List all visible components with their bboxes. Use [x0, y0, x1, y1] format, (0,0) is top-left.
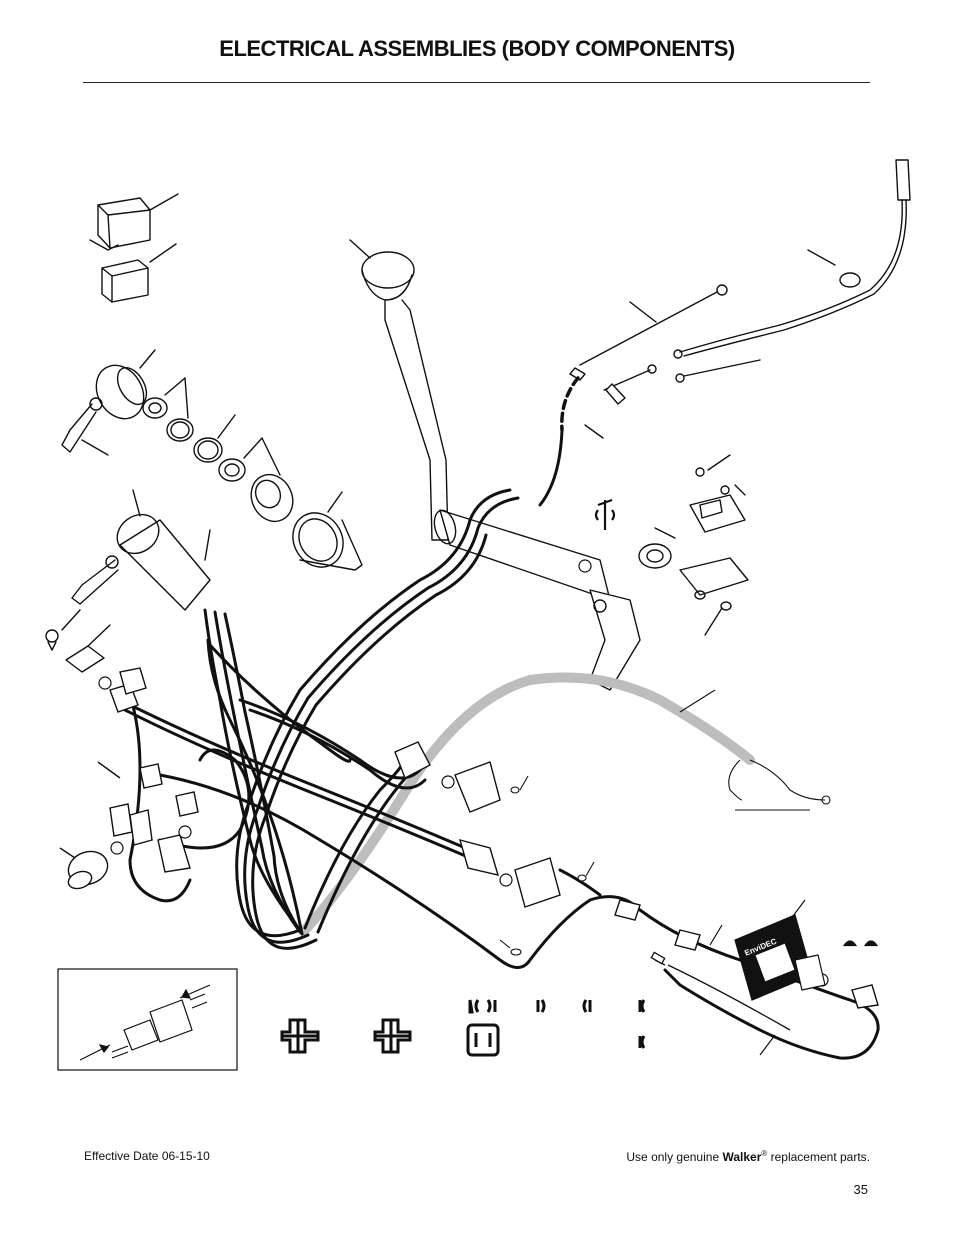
- terminal-symbols: [594, 498, 879, 947]
- inset-box: [57, 968, 238, 1071]
- locator-circles: [98, 559, 829, 987]
- tagline-brand: Walker: [722, 1150, 762, 1164]
- harness-connectors: [109, 667, 879, 1009]
- tagline-prefix: Use only genuine: [626, 1150, 723, 1164]
- tagline-registered-mark: ®: [761, 1149, 768, 1158]
- shift-lever: [349, 239, 449, 541]
- tagline-suffix: replacement parts.: [767, 1150, 870, 1164]
- nut-washer-stack: [142, 377, 263, 482]
- relay-with-bracket: [89, 193, 179, 251]
- title-rule: [83, 82, 870, 83]
- inset-connector-detail: [79, 984, 211, 1061]
- hour-meter: [709, 899, 826, 1056]
- screws: [499, 775, 595, 956]
- gray-harness-branch: [679, 689, 831, 811]
- relay: [101, 243, 177, 303]
- battery-lead-dashed: [538, 364, 657, 507]
- oil-pressure-sender: [59, 761, 121, 890]
- ignition-switch: [71, 489, 211, 611]
- rubber-boot: [292, 491, 363, 571]
- plug-connector: [250, 437, 294, 523]
- grommet: [638, 527, 676, 569]
- key-switch: [61, 349, 156, 456]
- effective-date: Effective Date 06-15-10: [84, 1149, 210, 1163]
- wire-lead-top-right: [673, 159, 911, 383]
- page-number: 35: [853, 1182, 868, 1197]
- ground-wire: [569, 284, 728, 381]
- control-module: [679, 454, 749, 636]
- main-harness: [118, 488, 880, 1060]
- pinout-symbols: [280, 999, 646, 1057]
- page-title: ELECTRICAL ASSEMBLIES (BODY COMPONENTS): [219, 36, 735, 61]
- axle-tube: [433, 509, 641, 691]
- genuine-parts-tagline: Use only genuine Walker® replacement par…: [626, 1149, 870, 1164]
- toggle-switch: [45, 609, 111, 673]
- gray-harness: [300, 672, 755, 935]
- hourmeter-wire: [650, 951, 791, 1031]
